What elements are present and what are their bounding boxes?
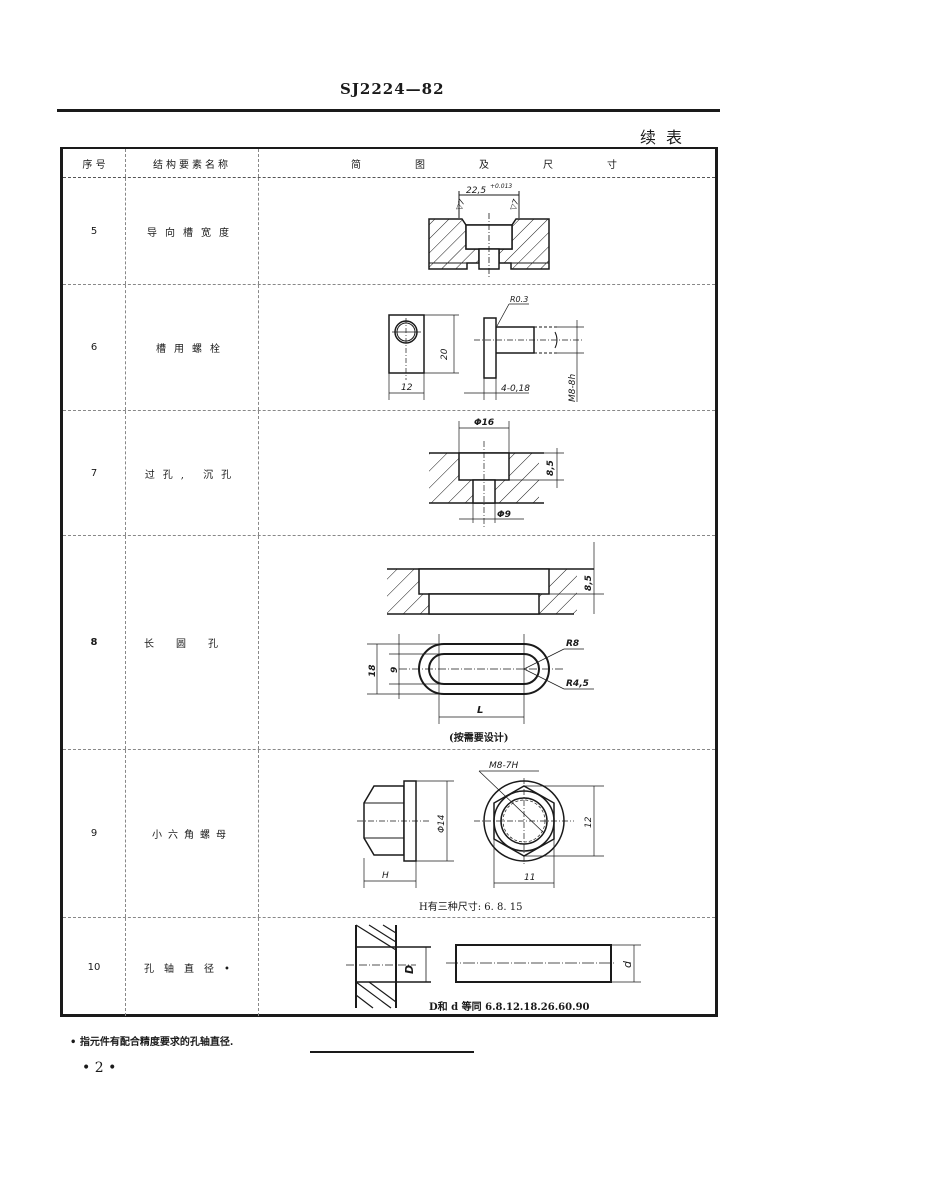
row-figure: 8,5 18 9 L R8 R4 — [259, 536, 715, 749]
svg-text:11: 11 — [524, 873, 535, 883]
col-header-name: 结构要素名称 — [126, 149, 259, 177]
svg-text:8,5: 8,5 — [546, 460, 556, 476]
table-row: 8 长圆孔 8,5 18 — [63, 536, 715, 750]
row-index: 7 — [63, 411, 126, 535]
row-figure: Φ14 H M8-7H 12 — [259, 750, 715, 917]
svg-text:Φ16: Φ16 — [474, 418, 494, 428]
hex-nut-drawing: Φ14 H M8-7H 12 — [357, 761, 604, 888]
continued-label: 续表 — [640, 128, 693, 147]
table-row: 10 孔轴直径• D d — [63, 918, 715, 1016]
svg-text:L: L — [477, 705, 483, 716]
hole-shaft-drawing: D d — [346, 924, 641, 1009]
guide-slot-drawing: 22,5 +0.013 ▽7 ▽7 — [428, 183, 550, 278]
row-name: 孔轴直径• — [126, 918, 259, 1016]
svg-text:M8-7H: M8-7H — [489, 761, 518, 771]
row-name: 长圆孔 — [126, 536, 259, 749]
col-header-char: 图 — [415, 159, 425, 171]
svg-text:▽7: ▽7 — [454, 197, 467, 211]
table-row: 5 导向槽宽度 22,5 +0.013 ▽7 ▽7 — [63, 178, 715, 285]
svg-text:8,5: 8,5 — [584, 575, 594, 591]
row-index: 5 — [63, 178, 126, 284]
svg-text:Φ14: Φ14 — [437, 814, 447, 833]
row-figure: 20 12 R0.3 M8-8h — [259, 285, 715, 410]
col-header-index: 序 号 — [63, 149, 126, 177]
slotted-hole-drawing: 8,5 18 9 L R8 R4 — [367, 542, 604, 724]
svg-text:R8: R8 — [566, 639, 579, 649]
row-name: 导向槽宽度 — [126, 178, 259, 284]
counterbore-drawing: Φ16 Φ9 8,5 — [429, 418, 564, 528]
row-index: 9 — [63, 750, 126, 917]
svg-text:▽7: ▽7 — [508, 197, 521, 211]
svg-text:Φ9: Φ9 — [497, 510, 511, 520]
svg-text:R0.3: R0.3 — [510, 295, 528, 304]
svg-text:9: 9 — [390, 667, 400, 673]
row-name: 过孔, 沉孔 — [126, 411, 259, 535]
figure-caption: (按需要设计) — [449, 733, 509, 744]
slot-bolt-drawing: 20 12 R0.3 M8-8h — [388, 295, 584, 402]
svg-text:4-0,18: 4-0,18 — [501, 384, 530, 394]
svg-text:20: 20 — [440, 348, 450, 360]
svg-text:12: 12 — [584, 816, 594, 828]
footnote-rule — [310, 1051, 474, 1053]
footnote: • 指元件有配合精度要求的孔轴直径. — [70, 1037, 234, 1048]
svg-text:R4,5: R4,5 — [566, 679, 589, 689]
standard-code: SJ2224—82 — [340, 80, 445, 98]
row-name: 小六角螺母 — [126, 750, 259, 917]
svg-text:M8-8h: M8-8h — [568, 374, 578, 402]
svg-text:d: d — [621, 960, 634, 968]
table-row: 6 槽用螺栓 20 12 — [63, 285, 715, 411]
table-row: 9 小六角螺母 Φ14 H — [63, 750, 715, 918]
row-figure: Φ16 Φ9 8,5 — [259, 411, 715, 535]
svg-text:12: 12 — [401, 383, 413, 393]
table-header-row: 序 号 结构要素名称 简 图 及 尺 寸 — [63, 149, 715, 178]
col-header-char: 及 — [479, 159, 489, 171]
figure-caption: D和 d 等同 6.8.12.18.26.60.90 — [429, 1002, 590, 1013]
row-name: 槽用螺栓 — [126, 285, 259, 410]
page-number: • 2 • — [82, 1060, 117, 1076]
col-header-char: 简 — [351, 159, 361, 171]
svg-text:D: D — [403, 965, 416, 974]
col-header-char: 寸 — [607, 159, 617, 171]
svg-text:H: H — [382, 871, 389, 881]
row-figure: 22,5 +0.013 ▽7 ▽7 — [259, 178, 715, 284]
row-index: 8 — [63, 536, 126, 749]
row-index: 10 — [63, 918, 126, 1016]
header-rule — [57, 109, 720, 112]
svg-text:+0.013: +0.013 — [490, 183, 512, 190]
col-header-figure: 简 图 及 尺 寸 — [259, 149, 715, 177]
row-index: 6 — [63, 285, 126, 410]
row-figure: D d D和 d 等同 6.8.12.18.26.60.90 — [259, 918, 715, 1016]
svg-text:18: 18 — [368, 664, 378, 677]
col-header-char: 尺 — [543, 159, 553, 171]
figure-caption: H有三种尺寸: 6. 8. 15 — [419, 902, 523, 913]
table-row: 7 过孔, 沉孔 Φ16 Φ9 — [63, 411, 715, 536]
svg-text:22,5: 22,5 — [466, 186, 486, 196]
spec-table: 序 号 结构要素名称 简 图 及 尺 寸 5 导向槽宽度 22,5 +0.013… — [60, 147, 718, 1017]
